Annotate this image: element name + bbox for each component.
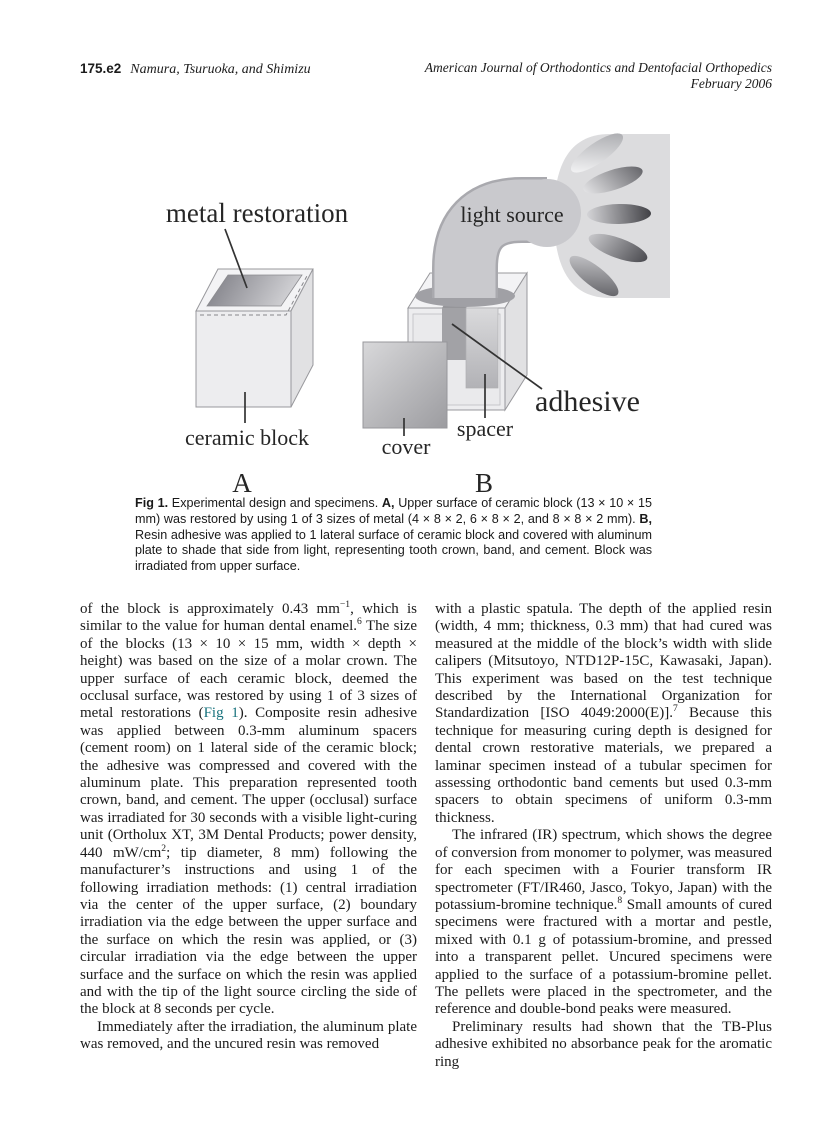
spacer-strip — [465, 307, 499, 389]
fan-blade-5 — [569, 255, 619, 297]
light-source-shape — [554, 133, 670, 298]
figure-1-illustration: light source adhesive spacer cover B met… — [166, 133, 670, 498]
tube-hub — [513, 179, 581, 247]
page-header: 175.e2 Namura, Tsuruoka, and Shimizu Amer… — [80, 60, 772, 92]
body-paragraph: Immediately after the irradiation, the a… — [80, 1018, 417, 1053]
panel-a-letter: A — [232, 468, 252, 498]
body-column-left: of the block is approximately 0.43 mm−1,… — [80, 599, 418, 1071]
body-column-right: with a plastic spatula. The depth of the… — [435, 601, 772, 1071]
page-number: 175.e2 — [80, 61, 122, 76]
cover-label: cover — [382, 434, 432, 459]
panel-b-letter: B — [475, 468, 493, 498]
metal-restoration-pointer-line — [224, 228, 248, 289]
body-text: of the block is approximately 0.43 mm−1,… — [80, 599, 772, 1071]
cover-plate — [362, 341, 448, 429]
header-right: American Journal of Orthodontics and Den… — [425, 60, 772, 92]
body-paragraph: of the block is approximately 0.43 mm−1,… — [80, 599, 418, 1018]
body-paragraph: Preliminary results had shown that the T… — [435, 1018, 772, 1070]
body-paragraph: with a plastic spatula. The depth of the… — [435, 601, 772, 826]
adhesive-pointer-line — [451, 323, 543, 390]
block-a-front-face — [195, 310, 292, 408]
adhesive-label: adhesive — [535, 385, 640, 418]
fig1-reference-link[interactable]: Fig 1 — [203, 705, 239, 722]
body-paragraph: The infrared (IR) spectrum, which shows … — [435, 827, 772, 1018]
header-left: 175.e2 Namura, Tsuruoka, and Shimizu — [80, 60, 311, 78]
journal-title: American Journal of Orthodontics and Den… — [424, 60, 772, 75]
running-authors: Namura, Tsuruoka, and Shimizu — [130, 62, 311, 77]
spacer-label: spacer — [457, 416, 514, 441]
figure-caption: Fig 1. Experimental design and specimens… — [135, 496, 652, 574]
fan-blade-3 — [587, 203, 651, 225]
fan-blade-2 — [583, 166, 643, 194]
metal-restoration-plate — [206, 274, 303, 307]
light-source-label: light source — [460, 202, 563, 227]
top-face-dashed-outline — [200, 273, 309, 316]
fan-blade-4 — [588, 233, 648, 263]
specimen-block-a — [195, 268, 314, 408]
metal-restoration-label: metal restoration — [166, 198, 349, 228]
issue-date: February 2006 — [690, 76, 772, 91]
ceramic-block-label: ceramic block — [185, 425, 309, 450]
fan-blade-1 — [570, 133, 624, 173]
